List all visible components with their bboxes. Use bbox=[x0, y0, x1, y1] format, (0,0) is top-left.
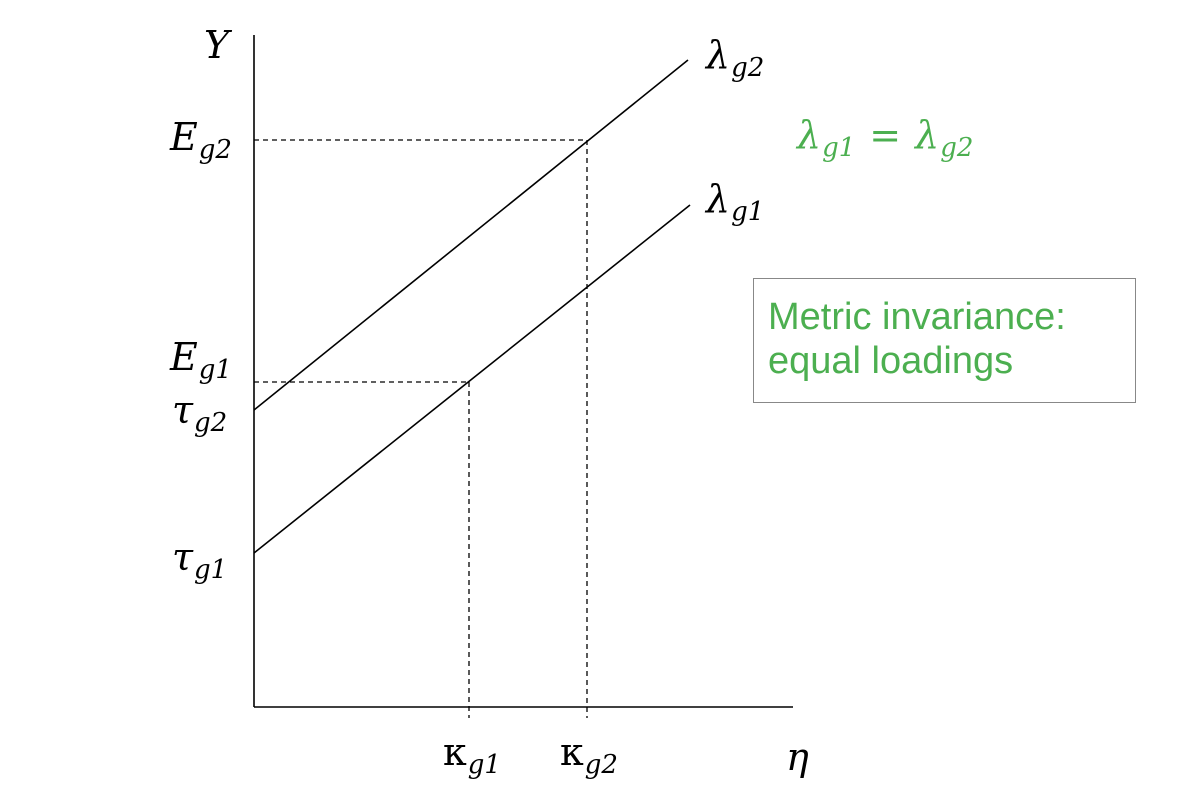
y-tick-tau-g2: τg2 bbox=[172, 388, 228, 438]
y-tick-e-g2: Eg2 bbox=[170, 115, 232, 165]
x-tick-kappa-g2: κg2 bbox=[560, 730, 618, 780]
y-tick-e-g1: Eg1 bbox=[170, 335, 232, 385]
equality-equation: λg1=λg2 bbox=[797, 113, 974, 163]
y-tick-tau-g1: τg1 bbox=[172, 535, 228, 585]
metric-invariance-note: Metric invariance: equal loadings bbox=[753, 278, 1136, 403]
note-line-2: equal loadings bbox=[768, 340, 1014, 382]
label-lambda-g2: λg2 bbox=[706, 33, 765, 83]
note-line-1: Metric invariance: bbox=[768, 296, 1066, 338]
label-lambda-g1: λg1 bbox=[706, 177, 765, 227]
x-tick-kappa-g1: κg1 bbox=[443, 730, 501, 780]
line-lambda-g1 bbox=[253, 204, 691, 554]
line-lambda-g2 bbox=[253, 59, 689, 411]
y-axis-label: Y bbox=[204, 23, 230, 67]
x-axis-label: η bbox=[786, 735, 809, 779]
